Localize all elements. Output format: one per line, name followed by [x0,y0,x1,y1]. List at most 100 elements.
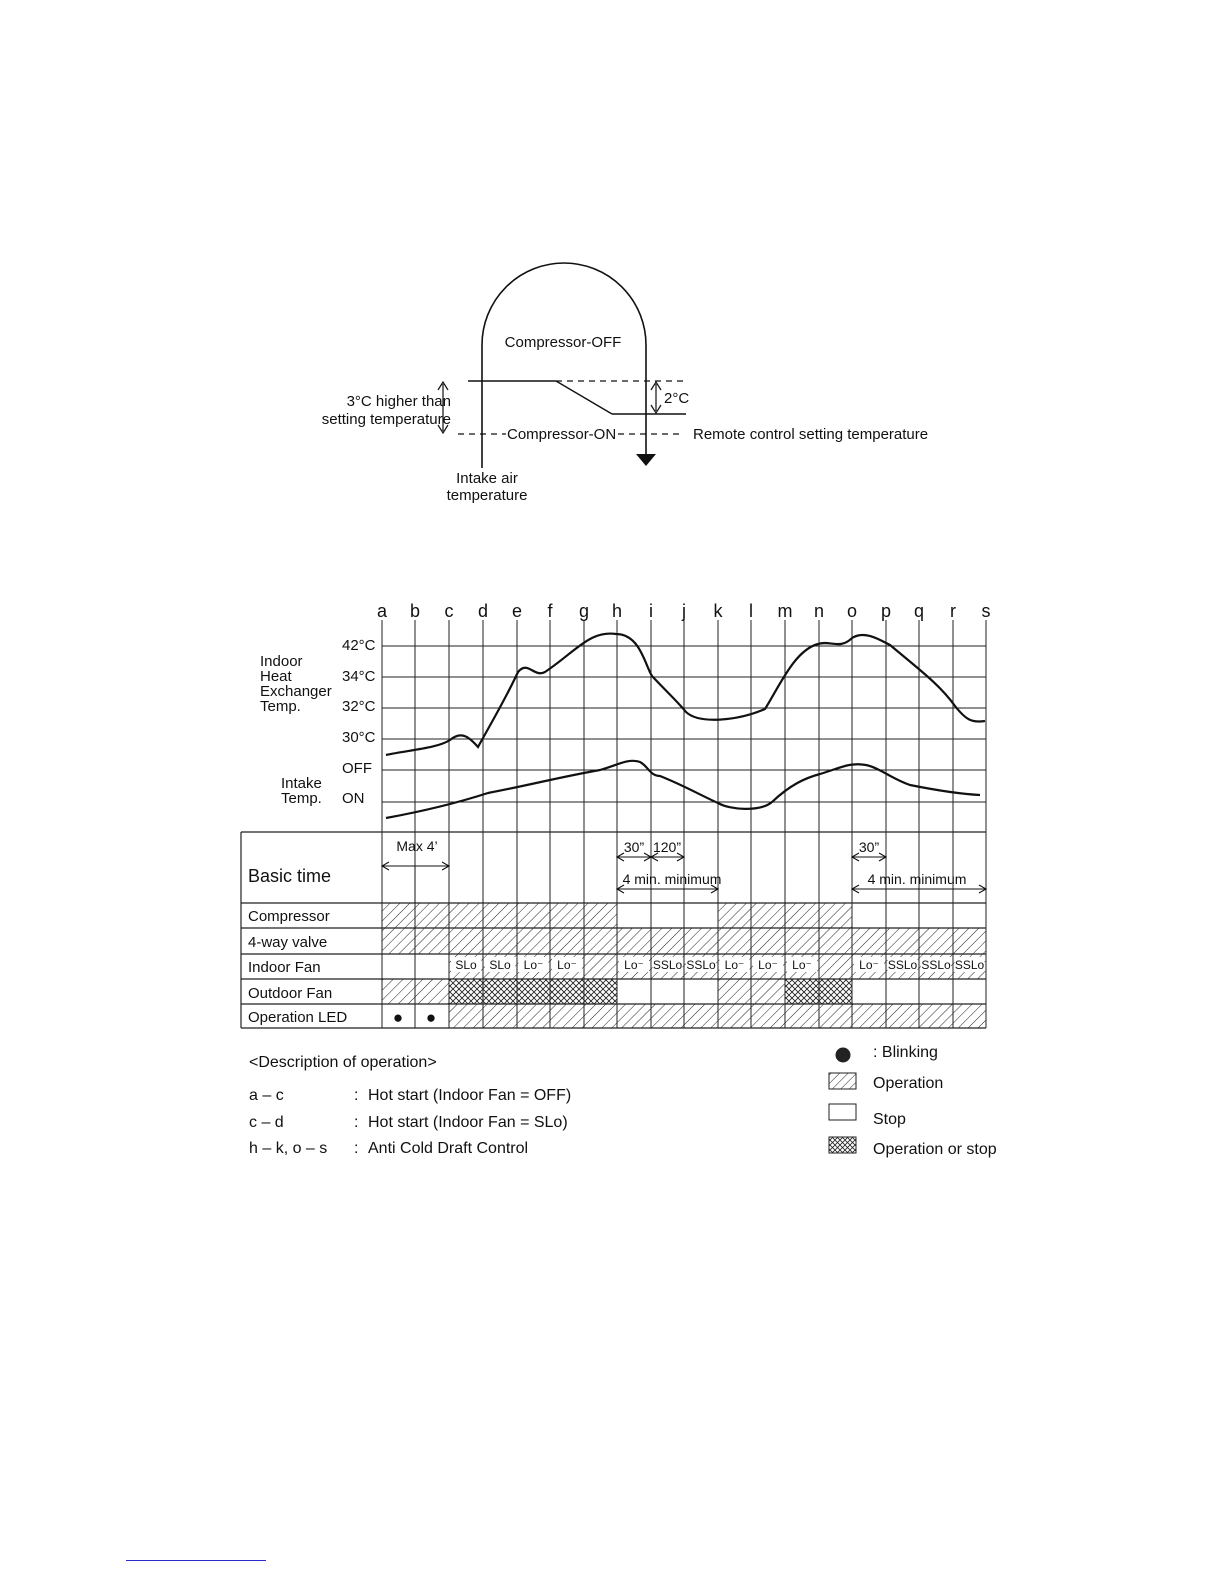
fan-label-bg-4 [619,957,649,972]
t30b-label: 30” [859,839,880,855]
desc-range-1: a – c [249,1087,284,1104]
t30a-label: 30” [624,839,645,855]
min4b-arrow-heads [850,884,988,894]
column-letter-q: q [914,601,924,621]
fill-row3-seg1 [449,979,617,1004]
row-label-4way-valve: 4-way valve [248,934,327,951]
max4-arrow-heads [380,861,451,871]
column-letter-l: l [749,601,753,621]
desc-sep-3: : [354,1140,358,1157]
fan-label-bg-13 [954,957,985,972]
column-letter-a: a [377,601,388,621]
column-letter-g: g [579,601,589,621]
fan-label-bg-6 [686,957,716,972]
remote-setting-label: Remote control setting temperature [693,426,928,443]
intake-tick-on: ON [342,790,365,807]
column-letter-c: c [445,601,454,621]
min4b-label: 4 min. minimum [868,871,967,887]
fan-label-2: Lo⁻ [524,958,544,972]
column-letter-n: n [814,601,824,621]
desc-text-3: Anti Cold Draft Control [368,1140,528,1157]
higher-label-2: setting temperature [322,411,451,428]
column-letter-o: o [847,601,857,621]
desc-sep-2: : [354,1114,358,1131]
footnote-rule [126,1560,266,1561]
delta-label: 2°C [664,390,689,407]
t120-arrow-heads [649,852,686,862]
fan-label-1: SLo [489,958,511,972]
curves [385,632,986,820]
fan-label-5: SSLo [653,958,683,972]
column-letter-f: f [547,601,553,621]
timing-chart: Indoor Heat Exchanger Temp. 42°C 34°C 32… [240,601,991,1029]
hex-label-3: Exchanger [260,683,332,700]
legend-stop: Stop [873,1111,906,1128]
down-arrow-icon [636,454,656,466]
fan-label-4: Lo⁻ [624,958,644,972]
fan-label-13: SSLo [955,958,985,972]
row-label-outdoor-fan: Outdoor Fan [248,985,332,1002]
fan-label-bg-1 [485,957,515,972]
hex-tick-42: 42°C [342,637,376,654]
intake-label-1: Intake [281,775,322,792]
time-arrows [380,852,988,903]
column-letter-d: d [478,601,488,621]
desc-sep-1: : [354,1087,358,1104]
fan-label-bg-12 [921,957,951,972]
max4-label: Max 4’ [396,838,437,854]
operation-swatch-icon [828,1072,857,1090]
intake-tick-off: OFF [342,760,372,777]
fan-label-bg-2 [518,957,549,972]
led-blink-a: ● [393,1008,403,1027]
fan-label-bg-0 [451,957,481,972]
fan-label-bg-10 [854,957,884,972]
column-letter-r: r [950,601,956,621]
hex-tick-34: 34°C [342,668,376,685]
column-letter-k: k [714,601,724,621]
fan-label-8: Lo⁻ [758,958,778,972]
fan-label-bg-3 [552,957,582,972]
column-letter-p: p [881,601,891,621]
legend-op-or-stop: Operation or stop [873,1141,997,1158]
min4a-arrow-heads [615,884,720,894]
hex-label-2: Heat [260,668,293,685]
fan-label-9: Lo⁻ [792,958,812,972]
column-letter-b: b [410,601,420,621]
fan-label-11: SSLo [888,958,918,972]
intake-air-label-2: temperature [447,487,528,504]
column-letter-s: s [982,601,991,621]
t30b-arrow-heads [850,852,888,862]
fan-label-bg-7 [719,957,750,972]
op-or-stop-swatch-icon [828,1136,857,1154]
desc-range-3: h – k, o – s [249,1140,327,1157]
blinking-icon [835,1047,851,1063]
row-label-compressor: Compressor [248,908,330,925]
led-blink-b: ● [426,1008,436,1027]
fan-label-12: SSLo [921,958,951,972]
fan-label-bg-11 [887,957,918,972]
fan-label-10: Lo⁻ [859,958,879,972]
column-letter-e: e [512,601,522,621]
legend-operation: Operation [873,1075,943,1092]
stop-swatch-icon [828,1103,857,1121]
description-title: <Description of operation> [249,1054,437,1071]
legend-blinking: : Blinking [873,1044,938,1061]
t120-label: 120” [653,839,681,855]
compressor-off-label: Compressor-OFF [505,334,622,351]
higher-label-1: 3°C higher than [347,393,451,410]
fan-label-bg-5 [652,957,683,972]
compressor-on-label: Compressor-ON [507,426,616,443]
row-label-operation-led: Operation LED [248,1009,347,1026]
fan-label-0: SLo [455,958,477,972]
intake-air-label-1: Intake air [456,470,518,487]
fan-label-bg-9 [787,957,817,972]
desc-text-2: Hot start (Indoor Fan = SLo) [368,1114,568,1131]
grid [240,620,987,1029]
min4a-label: 4 min. minimum [623,871,722,887]
fan-label-3: Lo⁻ [557,958,577,972]
row-label-indoor-fan: Indoor Fan [248,959,321,976]
hex-tick-30: 30°C [342,729,376,746]
column-letter-m: m [778,601,793,621]
fill-row0-seg0 [382,903,617,928]
thermostat-arch [481,262,647,468]
